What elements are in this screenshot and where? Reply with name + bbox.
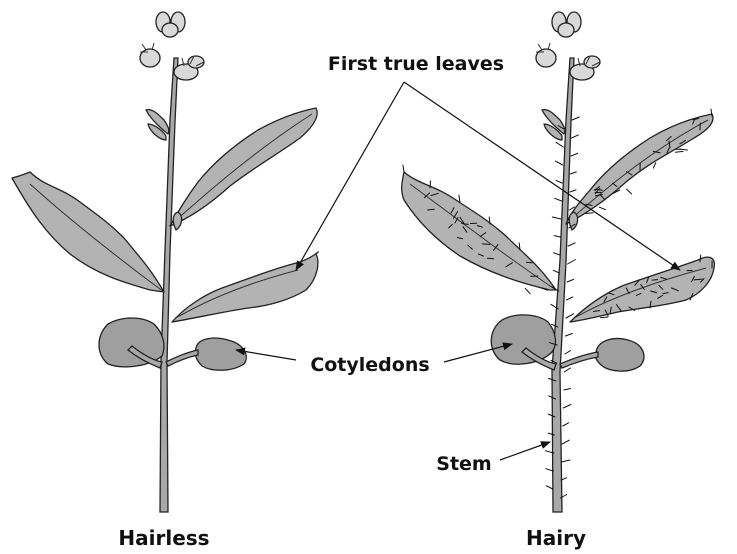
hair <box>700 255 701 262</box>
hairless-flower-cluster <box>140 12 204 80</box>
hairy-first-true-leaf <box>570 257 714 322</box>
hairy-cotyledon-left <box>491 315 555 364</box>
hairless-side-pod <box>173 212 181 230</box>
hair <box>600 317 608 318</box>
hair <box>568 243 575 246</box>
hair <box>652 280 658 281</box>
hair <box>562 460 570 462</box>
hair <box>482 244 490 245</box>
hair <box>565 334 572 337</box>
hair <box>428 209 435 210</box>
hair <box>555 161 562 165</box>
hair <box>676 151 684 152</box>
caption-hairy: Hairy <box>526 526 586 550</box>
hair <box>564 368 570 372</box>
hair <box>553 270 559 273</box>
hair <box>554 253 560 255</box>
hair <box>556 180 562 183</box>
hair <box>570 190 576 192</box>
hair <box>568 260 576 265</box>
hair <box>562 440 569 444</box>
hair <box>586 213 593 214</box>
hairless-plant <box>12 12 318 512</box>
hair <box>565 351 571 355</box>
hair <box>526 262 532 263</box>
hair <box>554 236 560 237</box>
hair <box>546 486 552 489</box>
hair <box>567 279 574 282</box>
hair <box>566 314 574 318</box>
label-first-true-leaves: First true leaves <box>328 53 504 75</box>
stem-pointer <box>500 442 550 460</box>
hairless-first-true-leaf <box>172 252 318 322</box>
hair <box>663 293 668 294</box>
hairy-leaf-left <box>402 172 556 290</box>
hair <box>403 165 404 172</box>
hairy-cotyledon-right <box>595 339 644 372</box>
hair <box>552 217 561 219</box>
hair <box>556 142 563 147</box>
hair <box>570 172 576 174</box>
hair <box>525 288 530 293</box>
hairless-cotyledon-right-stalk <box>166 350 198 366</box>
hairless-cotyledon-right <box>195 338 246 370</box>
hair <box>653 163 655 168</box>
hair <box>571 153 578 156</box>
hair <box>555 198 562 201</box>
hair <box>572 117 579 120</box>
label-cotyledons: Cotyledons <box>310 354 429 376</box>
hair <box>572 135 579 138</box>
hairless-leaf-left <box>12 172 164 292</box>
hair <box>599 207 605 209</box>
label-stem: Stem <box>436 453 491 475</box>
hair <box>564 389 571 391</box>
hair <box>567 297 573 300</box>
caption-hairless: Hairless <box>118 526 209 550</box>
hair <box>627 189 632 194</box>
hair <box>563 405 571 409</box>
hair <box>563 423 569 426</box>
hairy-cotyledon-right-stalk <box>560 352 598 368</box>
hairy-flower-cluster <box>536 12 600 80</box>
hair <box>459 195 460 202</box>
